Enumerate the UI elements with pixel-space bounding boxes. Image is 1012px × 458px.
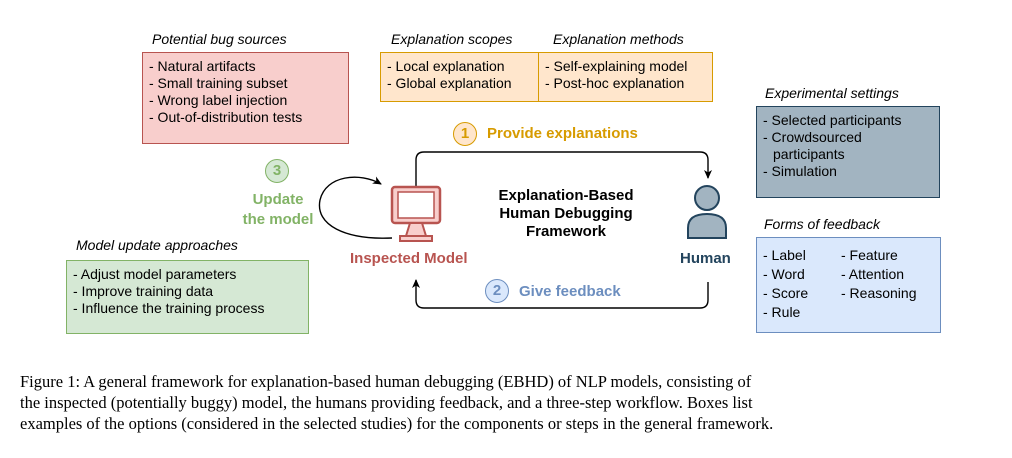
feedback-item: - Reasoning — [841, 285, 917, 301]
experimental-settings-title: Experimental settings — [765, 85, 899, 101]
explanation-scopes-title: Explanation scopes — [391, 31, 513, 47]
feedback-item: - Score — [763, 285, 809, 301]
caption-line: Figure 1: A general framework for explan… — [20, 372, 752, 391]
provide-explanations-arrow — [415, 151, 712, 198]
framework-title-line: Explanation-Based — [498, 187, 634, 204]
update-model-line: the model — [242, 211, 314, 228]
explanation-methods-box: - Self-explaining model - Post-hoc expla… — [538, 52, 713, 102]
method-item: - Self-explaining model — [545, 58, 688, 74]
step-1-badge: 1 — [453, 122, 477, 146]
step-2-badge: 2 — [485, 279, 509, 303]
feedback-column-1: - Label - Word - Score - Rule — [763, 246, 808, 322]
feedback-column-2: - Feature - Attention - Reasoning — [841, 246, 917, 303]
monitor-icon — [390, 185, 442, 242]
update-model-loop-arrow — [318, 176, 393, 239]
feedback-item: - Word — [763, 266, 805, 282]
framework-title-line: Human Debugging — [499, 205, 633, 222]
framework-title: Explanation-Based Human Debugging Framew… — [478, 187, 654, 241]
setting-item: - Crowdsourced — [763, 129, 862, 145]
explanation-scopes-box: - Local explanation - Global explanation — [380, 52, 540, 102]
update-item: - Improve training data — [73, 283, 214, 299]
model-update-title: Model update approaches — [76, 237, 238, 253]
caption-line: examples of the options (considered in t… — [20, 414, 774, 433]
bug-sources-box: - Natural artifacts - Small training sub… — [142, 52, 349, 144]
give-feedback-label: Give feedback — [519, 283, 621, 300]
bug-source-item: - Out-of-distribution tests — [149, 109, 303, 125]
forms-of-feedback-title: Forms of feedback — [764, 216, 880, 232]
inspected-model-label: Inspected Model — [350, 250, 468, 267]
human-icon — [687, 185, 727, 239]
human-label: Human — [680, 250, 731, 267]
scope-item: - Global explanation — [387, 75, 512, 91]
figure-caption: Figure 1: A general framework for explan… — [20, 371, 773, 434]
framework-title-line: Framework — [525, 223, 607, 240]
update-model-line: Update — [252, 191, 304, 208]
setting-item: participants — [773, 146, 845, 162]
give-feedback-arrow — [412, 279, 709, 309]
explanation-methods-title: Explanation methods — [553, 31, 684, 47]
experimental-settings-box: - Selected participants - Crowdsourced p… — [756, 106, 940, 198]
setting-item: - Selected participants — [763, 112, 902, 128]
feedback-item: - Rule — [763, 304, 801, 320]
forms-of-feedback-box: - Label - Word - Score - Rule - Feature … — [756, 237, 941, 333]
step-3-badge: 3 — [265, 159, 289, 183]
setting-item: - Simulation — [763, 163, 837, 179]
feedback-item: - Label — [763, 247, 806, 263]
scope-item: - Local explanation — [387, 58, 505, 74]
bug-sources-title: Potential bug sources — [152, 31, 287, 47]
bug-source-item: - Small training subset — [149, 75, 288, 91]
method-item: - Post-hoc explanation — [545, 75, 685, 91]
feedback-item: - Attention — [841, 266, 905, 282]
feedback-item: - Feature — [841, 247, 898, 263]
update-item: - Influence the training process — [73, 300, 265, 316]
model-update-box: - Adjust model parameters - Improve trai… — [66, 260, 309, 334]
provide-explanations-label: Provide explanations — [487, 125, 638, 142]
caption-line: the inspected (potentially buggy) model,… — [20, 393, 753, 412]
update-model-label: Update the model — [243, 190, 314, 230]
bug-source-item: - Natural artifacts — [149, 58, 256, 74]
update-item: - Adjust model parameters — [73, 266, 237, 282]
bug-source-item: - Wrong label injection — [149, 92, 288, 108]
